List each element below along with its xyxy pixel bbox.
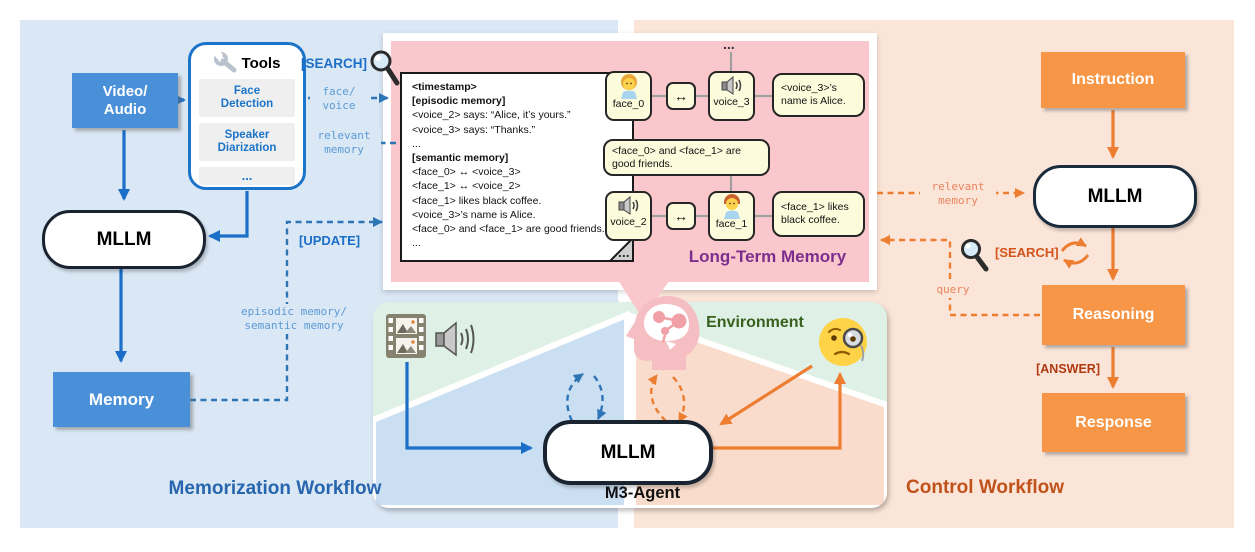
speaker-icon [618, 195, 638, 215]
m3-agent-label: M3-Agent [604, 484, 681, 502]
tool-speaker-diarization: Speaker Diarization [199, 123, 295, 161]
update-tag: [UPDATE] [299, 233, 361, 248]
note-line: <voice_3> says: “Thanks.” [412, 123, 536, 136]
woman-face-icon [620, 74, 637, 99]
speaker-icon [721, 75, 741, 95]
control-workflow-title: Control Workflow [906, 477, 1064, 498]
bidirectional-arrow: ↔ [674, 88, 688, 104]
note-line: <voice_3>’s name is Alice. [412, 208, 536, 221]
note-line: [semantic memory] [412, 152, 509, 165]
note-line: [episodic memory] [412, 95, 506, 108]
relevant-memory-label-right: relevant memory [920, 179, 996, 209]
agent-mllm-label: MLLM [600, 441, 656, 463]
video-audio-box: Video/ Audio [72, 73, 178, 128]
memory-brain-icon [626, 296, 700, 370]
reasoning-box: Reasoning [1042, 285, 1185, 345]
tools-header: Tools [191, 51, 303, 75]
graph-node-face1: face_1 [708, 191, 755, 241]
environment-label: Environment [706, 314, 804, 331]
memory-note: <timestamp> [episodic memory] <voice_2> … [400, 72, 634, 262]
reasoning-label: Reasoning [1072, 306, 1155, 323]
graph-node-voice2: voice_2 [605, 191, 652, 241]
tools-box: Tools Face Detection Speaker Diarization… [188, 42, 306, 190]
memory-box: Memory [53, 372, 190, 427]
answer-tag: [ANSWER] [1036, 362, 1100, 376]
fact-good-friends: <face_0> and <face_1> are good friends. [603, 139, 770, 176]
man-face-icon [723, 194, 740, 219]
wrench-icon [213, 51, 237, 73]
long-term-memory-title: Long-Term Memory [688, 247, 847, 266]
query-label: query [926, 282, 980, 298]
film-frames-icon [386, 314, 426, 358]
tool-face-detection: Face Detection [199, 79, 295, 117]
relevant-memory-label-left: relevant memory [307, 128, 381, 158]
graph-node-voice3: voice_3 [708, 71, 755, 121]
graph-link-bottom: ↔ [666, 202, 696, 230]
note-line: <voice_2> says: “Alice, it’s yours.” [412, 109, 571, 122]
face-voice-label: face/ voice [310, 84, 368, 114]
graph-node-face0: face_0 [605, 71, 652, 121]
instruction-label: Instruction [1071, 71, 1155, 88]
bidirectional-arrow: ↔ [674, 208, 688, 224]
note-line: <timestamp> [412, 81, 477, 93]
audio-speaker-icon [435, 321, 475, 357]
monocle-face-icon [819, 318, 867, 366]
note-line: ... [412, 237, 421, 250]
fact-voice3-name: <voice_3>’s name is Alice. [772, 73, 865, 117]
graph-node-voice3-label: voice_3 [713, 96, 750, 108]
agent-mllm-box: MLLM [543, 420, 713, 485]
tools-title: Tools [241, 54, 281, 72]
response-box: Response [1042, 393, 1185, 452]
episodic-semantic-label: episodic memory/ semantic memory [228, 304, 360, 334]
response-label: Response [1075, 413, 1152, 431]
search-tag-right: [SEARCH] [995, 245, 1059, 260]
control-mllm-label: MLLM [1087, 185, 1143, 207]
note-line: <face_1> ↔ <voice_2> [412, 180, 521, 193]
memory-label: Memory [88, 389, 155, 409]
graph-node-voice2-label: voice_2 [610, 216, 647, 228]
instruction-box: Instruction [1041, 52, 1185, 108]
note-line: ... [412, 137, 421, 150]
note-folded-corner [610, 238, 634, 262]
note-line: <face_1> likes black coffee. [412, 194, 542, 207]
tool-more: ... [199, 167, 295, 185]
memorization-workflow-title: Memorization Workflow [168, 478, 382, 499]
note-line: <face_0> ↔ <voice_3> [412, 166, 521, 179]
video-audio-label: Video/ Audio [102, 82, 148, 118]
graph-ellipsis-top: ... [723, 36, 735, 52]
fact-face1-coffee: <face_1> likes black coffee. [772, 191, 865, 237]
graph-node-face1-label: face_1 [715, 218, 748, 230]
graph-node-face0-label: face_0 [612, 98, 645, 110]
search-tag-left: [SEARCH] [301, 56, 367, 71]
control-mllm-box: MLLM [1033, 165, 1197, 228]
memorization-mllm-box: MLLM [42, 210, 206, 269]
note-line: <face_0> and <face_1> are good friends. [412, 223, 605, 236]
graph-ellipsis-bottom: ... [618, 244, 630, 260]
memorization-mllm-label: MLLM [96, 228, 152, 250]
graph-link-top: ↔ [666, 82, 696, 110]
